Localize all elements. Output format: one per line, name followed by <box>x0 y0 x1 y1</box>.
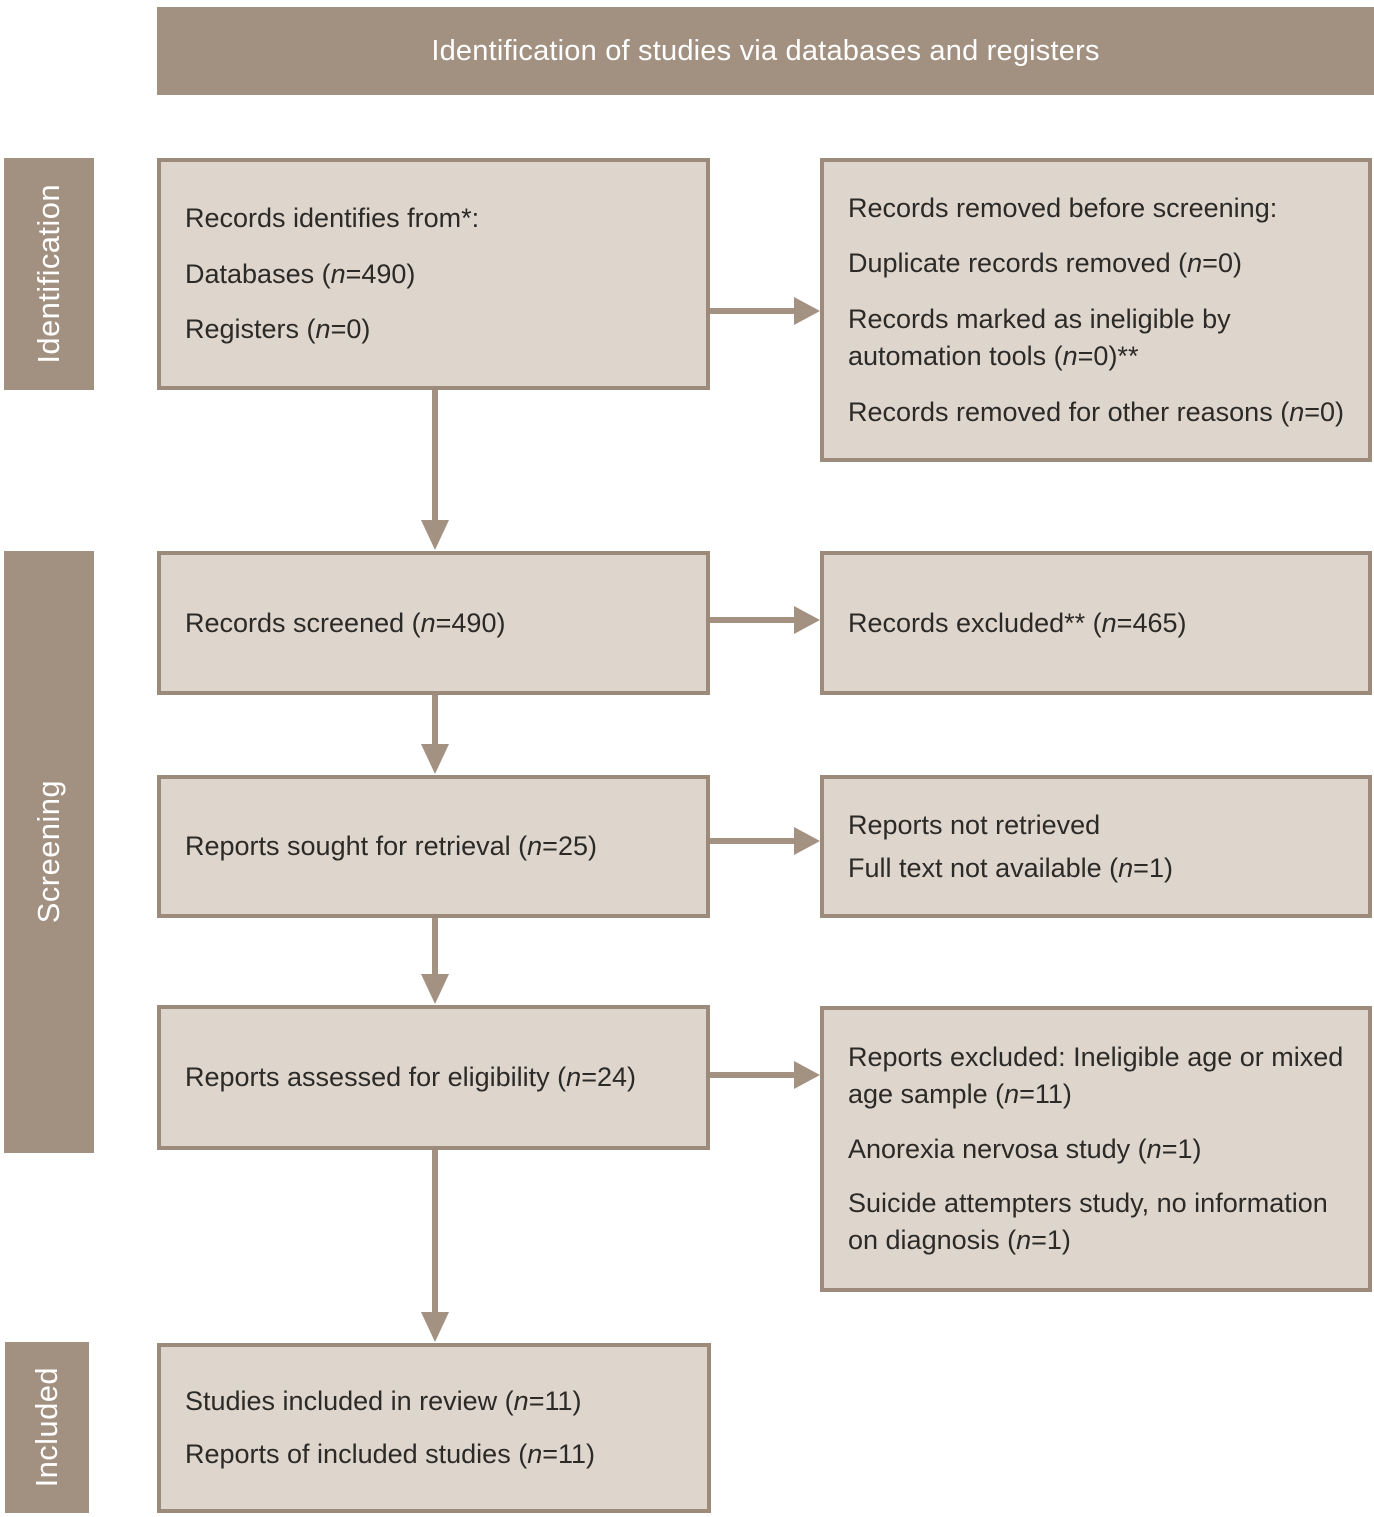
arrow-records-to-removed <box>710 295 820 327</box>
arrow-sought-to-not-retrieved <box>710 825 820 857</box>
arrow-screened-to-sought <box>420 695 450 774</box>
arrow-assessed-to-reports-excluded <box>710 1059 820 1091</box>
box-records-excluded: Records excluded** (n=465) <box>820 551 1372 695</box>
arrow-shaft <box>432 1150 438 1316</box>
arrow-shaft <box>710 308 796 314</box>
box-reports-sought: Reports sought for retrieval (n=25) <box>157 775 710 918</box>
text-line: Databases (n=490) <box>185 258 416 289</box>
text-line: Reports sought for retrieval (n=25) <box>185 831 597 862</box>
arrow-head-down-icon <box>421 520 449 550</box>
arrow-head-right-icon <box>794 606 820 634</box>
box-records-identified: Records identifies from*: Databases (n=4… <box>157 158 710 390</box>
box-studies-included: Studies included in review (n=11) Report… <box>157 1343 711 1513</box>
box-reports-excluded: Reports excluded: Ineligible age or mixe… <box>820 1006 1372 1292</box>
arrow-head-right-icon <box>794 827 820 855</box>
box-reports-not-retrieved: Reports not retrieved Full text not avai… <box>820 775 1372 918</box>
arrow-head-down-icon <box>421 974 449 1004</box>
arrow-head-down-icon <box>421 1312 449 1342</box>
box-records-screened: Records screened (n=490) <box>157 551 710 695</box>
phase-label-identification: Identification <box>31 184 66 364</box>
text-line: Reports of included studies (n=11) <box>185 1439 596 1469</box>
arrow-shaft <box>710 1072 796 1078</box>
text-line: Reports excluded: Ineligible age or mixe… <box>848 1042 1344 1109</box>
text-line: Records removed before screening: <box>848 192 1278 223</box>
text-line: Registers (n=0) <box>185 314 371 345</box>
diagram-header-banner: Identification of studies via databases … <box>157 7 1374 95</box>
box-reports-assessed: Reports assessed for eligibility (n=24) <box>157 1005 710 1150</box>
arrow-screened-to-excluded <box>710 604 820 636</box>
diagram-title: Identification of studies via databases … <box>431 34 1100 67</box>
phase-bar-identification: Identification <box>4 158 94 390</box>
arrow-head-down-icon <box>421 744 449 774</box>
phase-bar-included: Included <box>5 1342 89 1513</box>
arrow-shaft <box>710 617 796 623</box>
phase-label-included: Included <box>29 1367 64 1488</box>
arrow-assessed-to-included <box>420 1150 450 1342</box>
text-line: Reports not retrieved <box>848 809 1101 840</box>
text-line: Duplicate records removed (n=0) <box>848 248 1242 279</box>
arrow-head-right-icon <box>794 297 820 325</box>
box-records-removed: Records removed before screening: Duplic… <box>820 158 1372 462</box>
arrow-head-right-icon <box>794 1061 820 1089</box>
arrow-shaft <box>432 390 438 524</box>
text-line: Records marked as ineligible by automati… <box>848 304 1231 371</box>
text-line: Records identifies from*: <box>185 202 480 233</box>
arrow-identified-to-screened <box>420 390 450 550</box>
text-line: Records screened (n=490) <box>185 607 506 638</box>
text-line: Suicide attempters study, no information… <box>848 1188 1328 1256</box>
arrow-shaft <box>710 838 796 844</box>
text-line: Records excluded** (n=465) <box>848 607 1187 638</box>
phase-bar-screening: Screening <box>4 551 94 1153</box>
text-line: Records removed for other reasons (n=0) <box>848 396 1345 427</box>
text-line: Reports assessed for eligibility (n=24) <box>185 1062 636 1093</box>
arrow-sought-to-assessed <box>420 918 450 1004</box>
text-line: Studies included in review (n=11) <box>185 1386 582 1417</box>
arrow-shaft <box>432 918 438 978</box>
text-line: Anorexia nervosa study (n=1) <box>848 1133 1202 1164</box>
phase-label-screening: Screening <box>31 780 66 924</box>
text-line: Full text not available (n=1) <box>848 852 1173 883</box>
arrow-shaft <box>432 695 438 748</box>
